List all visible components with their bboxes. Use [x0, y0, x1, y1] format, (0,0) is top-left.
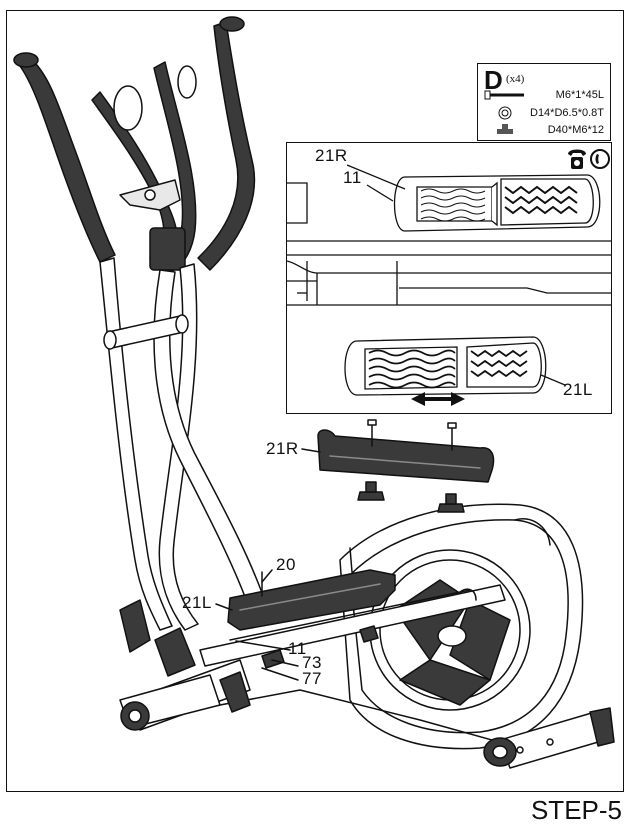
main-frame-rail [199, 584, 506, 667]
left-pedal-21l [227, 569, 396, 631]
callout-73: 73 [302, 653, 322, 672]
hardware-item-knob: D40*M6*12 [547, 124, 604, 136]
knob-icon [357, 481, 465, 513]
detail-callout-21r: 21R [315, 146, 348, 165]
left-swing-arm [99, 257, 173, 631]
right-pedal-21r [317, 429, 495, 483]
callout-21l: 21L [182, 593, 212, 612]
detail-callout-21l: 21L [563, 380, 593, 399]
step-label: STEP-5 [530, 795, 622, 825]
detail-drawing [287, 164, 611, 406]
detail-callout-11: 11 [343, 168, 362, 187]
hardware-quantity: (x4) [506, 73, 525, 85]
telephone-icon [568, 149, 610, 169]
hardware-item-washer: D14*D6.5*0.8T [530, 107, 604, 119]
knob-icon [497, 124, 513, 134]
washer-icon [498, 106, 512, 120]
detail-tread-pattern [368, 185, 578, 389]
callout-77: 77 [302, 669, 322, 688]
callout-11: 11 [288, 639, 307, 658]
hardware-box: D (x4) M6*1*45L D14*D6.5*0.8T D40*M6*12 [477, 63, 611, 141]
double-arrow-icon [411, 392, 465, 406]
drawing-frame [6, 10, 624, 792]
right-handlebar-grip [197, 21, 256, 271]
bolt-icon [367, 419, 457, 451]
callout-20: 20 [276, 555, 296, 574]
detail-view: 21R 11 21L [286, 142, 612, 414]
callout-21r: 21R [266, 439, 299, 458]
hardware-item-bolt: M6*1*45L [555, 89, 604, 101]
hardware-letter: D [484, 65, 503, 95]
bolt-icon [484, 90, 524, 100]
left-handlebar-grip [19, 57, 116, 263]
